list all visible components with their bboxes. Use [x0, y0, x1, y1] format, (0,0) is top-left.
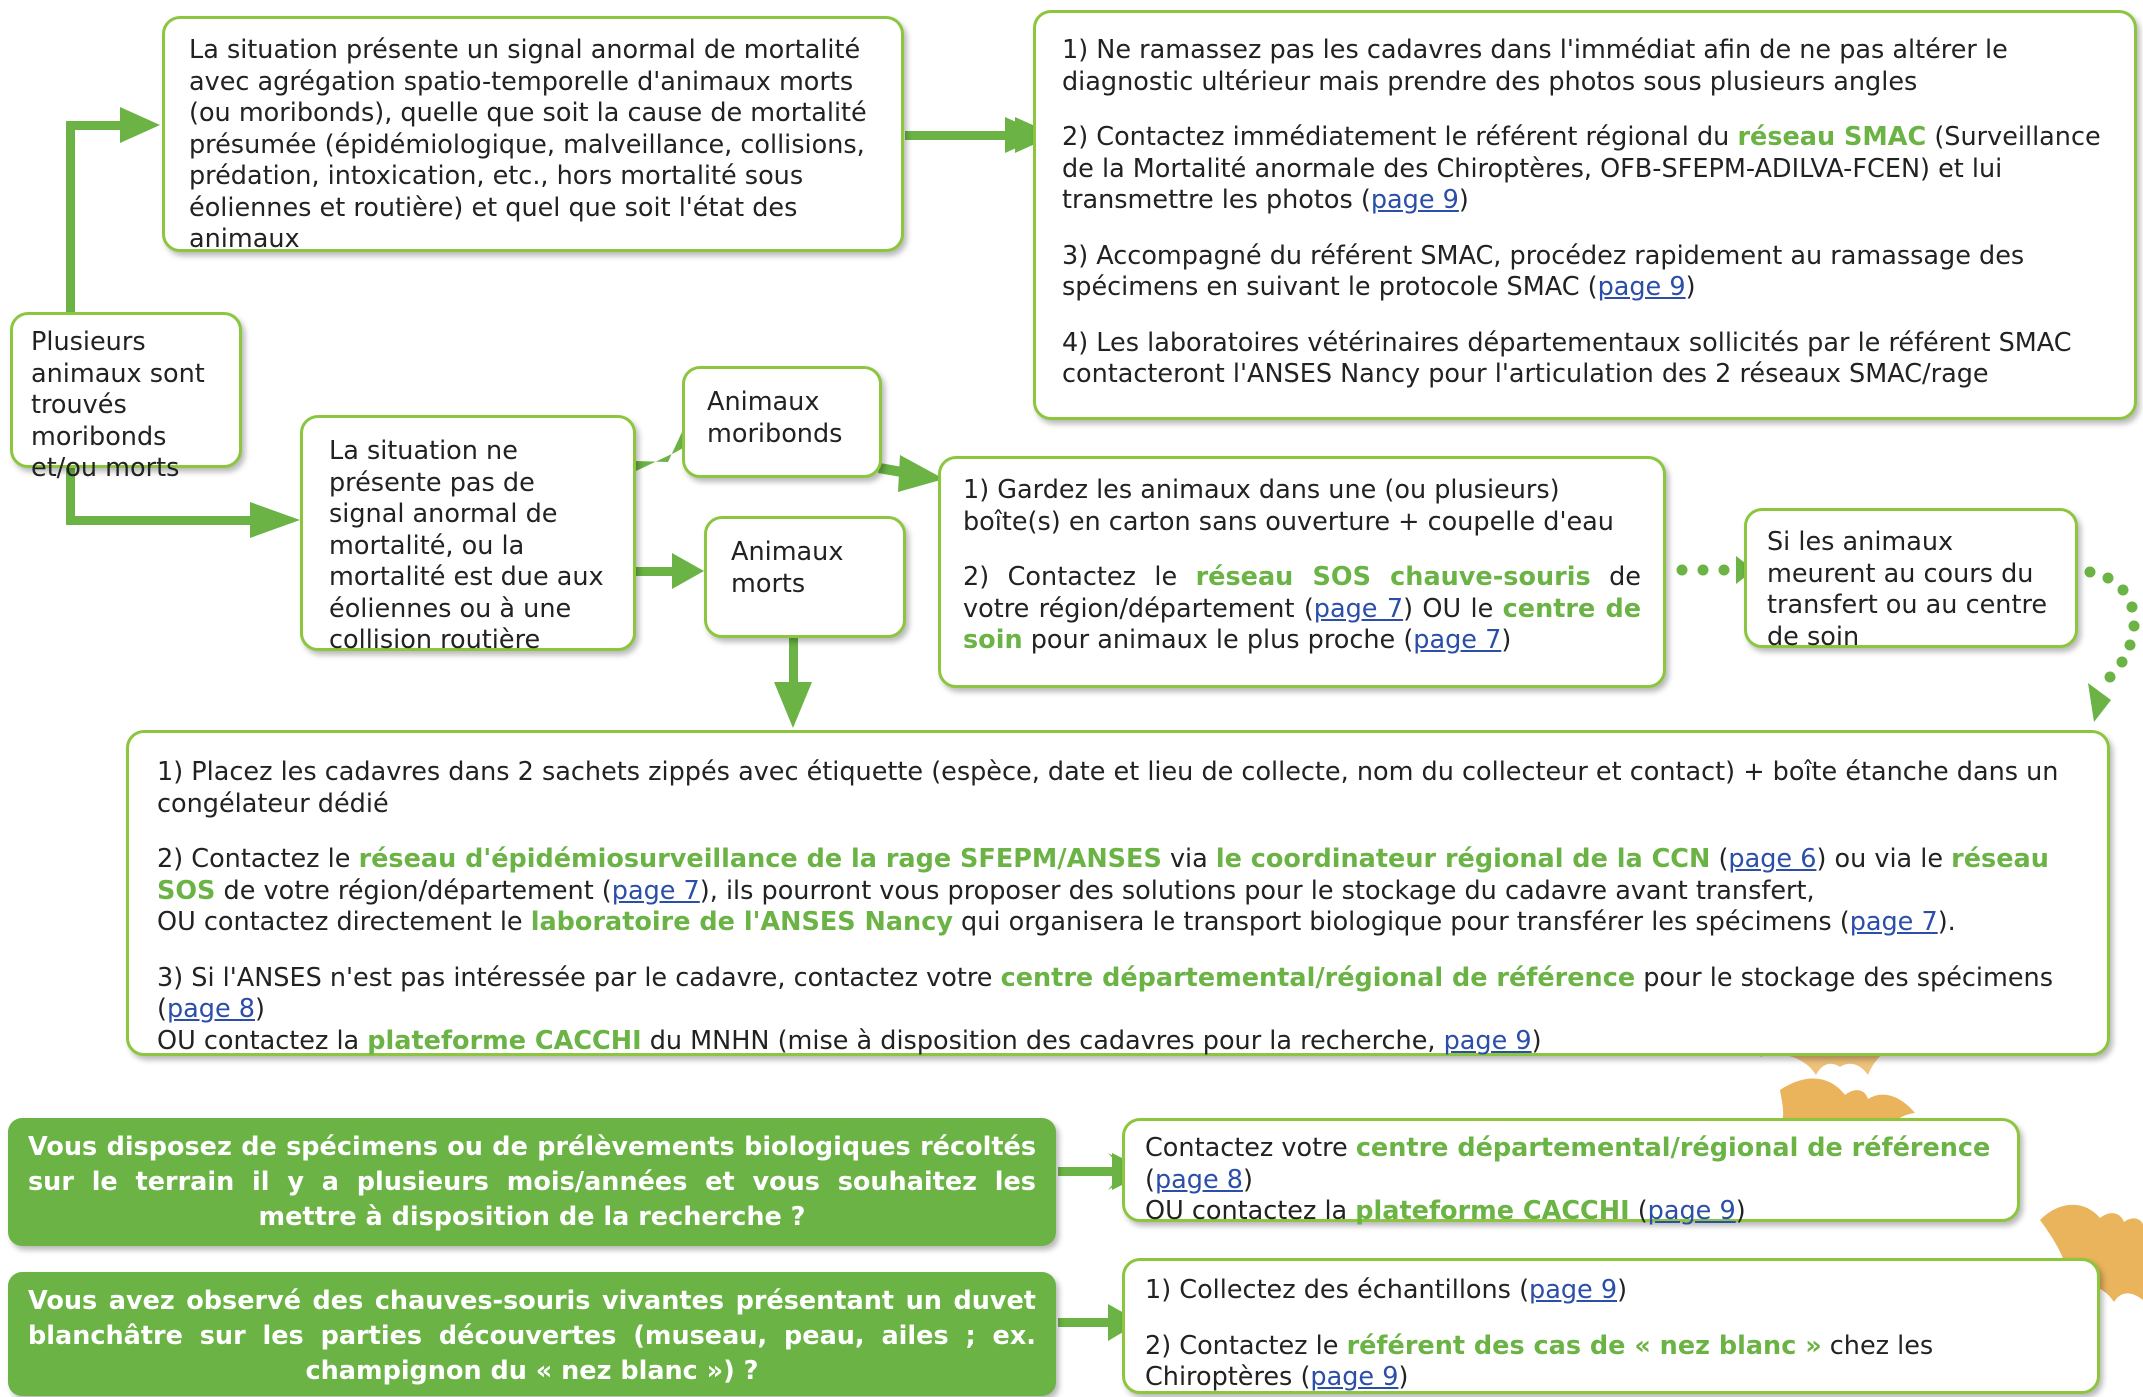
- answer-old-specimens-box: Contactez votre centre départemental/rég…: [1122, 1118, 2020, 1226]
- smac-step-2: 2) Contactez immédiatement le référent r…: [1062, 122, 2101, 215]
- smac-steps-box: 1) Ne ramassez pas les cadavres dans l'i…: [1033, 10, 2137, 420]
- transfer-death-box: Si les animaux meurent au cours du trans…: [1744, 508, 2078, 652]
- page-9-link[interactable]: page 9: [1647, 1196, 1736, 1226]
- answer-white-nose-box: 1) Collectez des échantillons (page 9) 2…: [1122, 1258, 2100, 1394]
- transfer-death-text: Si les animaux meurent au cours du trans…: [1767, 527, 2048, 652]
- arrow-to-dead: [672, 553, 704, 589]
- reseau-smac-label: réseau SMAC: [1737, 122, 1927, 152]
- page-8-link[interactable]: page 8: [166, 994, 255, 1024]
- page-8-link[interactable]: page 8: [1154, 1164, 1243, 1195]
- page-7-link[interactable]: page 7: [1313, 593, 1404, 624]
- reseau-sos-label: réseau SOS: [157, 844, 2049, 906]
- white-nose-step-1: 1) Collectez des échantillons (page 9): [1145, 1275, 1628, 1305]
- dead-text: Animaux morts: [731, 537, 844, 599]
- dotted-arrow-to-bigbox: [2088, 683, 2111, 722]
- question-old-specimens: Vous disposez de spécimens ou de prélève…: [8, 1118, 1056, 1246]
- page-9-link[interactable]: page 9: [1370, 185, 1459, 215]
- anses-nancy-label: laboratoire de l'ANSES Nancy: [530, 907, 953, 937]
- smac-step-4: 4) Les laboratoires vétérinaires départe…: [1062, 327, 2072, 390]
- care-step-1: 1) Gardez les animaux dans une (ou plusi…: [963, 475, 1614, 537]
- abnormal-signal-box: La situation présente un signal anormal …: [162, 16, 904, 254]
- start-text: Plusieurs animaux sont trouvés moribonds…: [31, 327, 205, 483]
- page-9-link[interactable]: page 9: [1310, 1362, 1399, 1392]
- page-9-link[interactable]: page 9: [1443, 1025, 1532, 1056]
- question-white-nose: Vous avez observé des chauves-souris viv…: [8, 1272, 1056, 1396]
- ccn-coordinator-label: le coordinateur régional de la CCN: [1215, 844, 1711, 874]
- arrow-to-bigbox: [774, 682, 812, 728]
- question-old-specimens-text: Vous disposez de spécimens ou de prélève…: [28, 1132, 1036, 1232]
- moribund-text: Animaux moribonds: [707, 387, 843, 449]
- rabies-network-label: réseau d'épidémiosurveillance de la rage…: [358, 844, 1162, 874]
- arrow-to-normal: [250, 502, 300, 538]
- trunk-line-up: [66, 125, 75, 317]
- page-7-link[interactable]: page 7: [611, 875, 700, 906]
- reseau-sos-label: réseau SOS chauve-souris: [1195, 562, 1591, 592]
- page-7-link[interactable]: page 7: [1849, 907, 1938, 937]
- arrow-to-abnormal: [120, 107, 160, 143]
- normal-situation-text: La situation ne présente pas de signal a…: [329, 436, 604, 655]
- moribund-box: Animaux moribonds: [682, 366, 882, 478]
- normal-situation-box: La situation ne présente pas de signal a…: [300, 415, 636, 655]
- dead-box: Animaux morts: [704, 516, 906, 638]
- smac-step-3: 3) Accompagné du référent SMAC, procédez…: [1062, 240, 2025, 303]
- white-nose-referent-label: référent des cas de « nez blanc »: [1346, 1330, 1822, 1361]
- cacchi-platform-label: plateforme CACCHI: [1355, 1196, 1630, 1226]
- care-step-2: 2) Contactez le réseau SOS chauve-souris…: [963, 562, 1641, 656]
- start-box: Plusieurs animaux sont trouvés moribonds…: [10, 312, 242, 483]
- question-white-nose-text: Vous avez observé des chauves-souris viv…: [28, 1286, 1036, 1386]
- centre-de-soin-label: centre de soin: [963, 593, 1641, 656]
- care-steps-box: 1) Gardez les animaux dans une (ou plusi…: [938, 456, 1666, 688]
- specimen-step-3: 3) Si l'ANSES n'est pas intéressée par l…: [157, 962, 2053, 1056]
- dead-specimen-steps-box: 1) Placez les cadavres dans 2 sachets zi…: [126, 730, 2110, 1056]
- page-9-link[interactable]: page 9: [1529, 1275, 1618, 1305]
- abnormal-signal-text: La situation présente un signal anormal …: [189, 35, 867, 254]
- trunk-line-down: [66, 462, 75, 524]
- cacchi-platform-label: plateforme CACCHI: [367, 1025, 642, 1056]
- reference-centre-label: centre départemental/régional de référen…: [1000, 962, 1636, 993]
- page-6-link[interactable]: page 6: [1728, 844, 1817, 874]
- reference-centre-label: centre départemental/régional de référen…: [1355, 1133, 1991, 1163]
- smac-step-1: 1) Ne ramassez pas les cadavres dans l'i…: [1062, 35, 2008, 97]
- specimen-step-2: 2) Contactez le réseau d'épidémiosurveil…: [157, 844, 2049, 937]
- specimen-step-1: 1) Placez les cadavres dans 2 sachets zi…: [157, 757, 2059, 819]
- page-7-link[interactable]: page 7: [1413, 625, 1502, 655]
- bat-illustration-icon: [2040, 1204, 2143, 1302]
- white-nose-step-2: 2) Contactez le référent des cas de « ne…: [1145, 1330, 1934, 1393]
- page-9-link[interactable]: page 9: [1597, 272, 1686, 302]
